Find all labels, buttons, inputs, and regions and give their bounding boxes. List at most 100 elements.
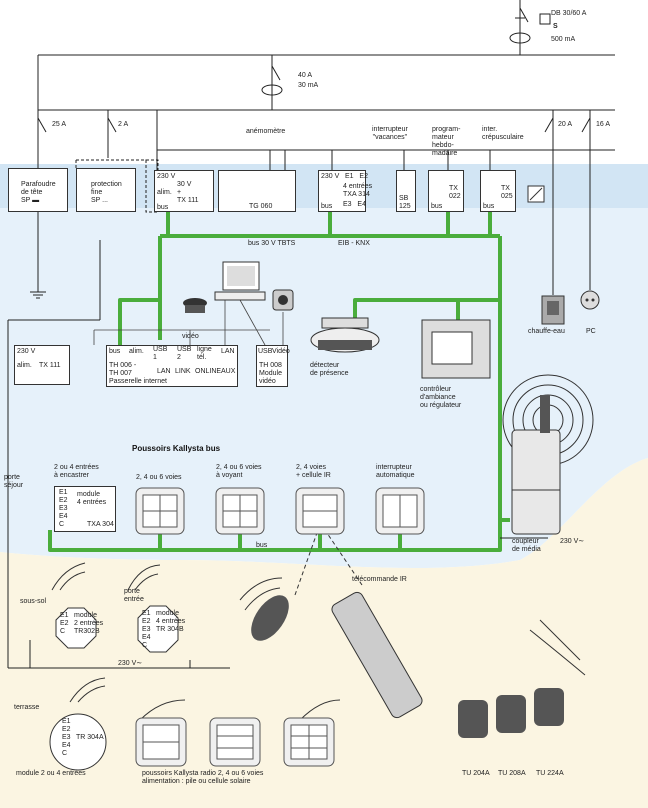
txa-bus: bus — [321, 203, 333, 210]
col-voyant-label: 2, 4 ou 6 voies à voyant — [216, 464, 262, 479]
tr304b-label: module 4 entrées TR 304B — [156, 610, 186, 633]
tx022-box: TX 022 bus — [428, 170, 464, 212]
diff-ma-label: 30 mA — [298, 82, 319, 89]
txa314-box: 230 V E1 E2 4 entrées TXA 314 E3 E4 bus — [318, 170, 372, 212]
ps-alim: alim. — [157, 189, 172, 196]
alim2-230v: 230 V — [17, 348, 36, 355]
tr304a-model: TR 304A — [76, 734, 104, 741]
relay-icon — [527, 185, 545, 203]
module-shapes — [49, 605, 179, 771]
phone-icon — [183, 298, 207, 313]
breaker-20-label: 20 A — [558, 121, 573, 128]
kallysta-bus-label: bus — [256, 542, 268, 549]
porte-sejour-label: porte séjour — [4, 474, 24, 489]
water-heater-icon — [541, 295, 565, 325]
gw-led-link: LINK — [175, 368, 191, 375]
kallysta-plates — [135, 487, 425, 535]
bus-tbts-label: bus 30 V TBTS — [248, 240, 296, 247]
txa304-box: E1 E2 E3 E4 C module 4 entrées TXA 304 — [54, 486, 116, 532]
coupleur-230v: 230 V∼ — [560, 538, 585, 545]
power-supply-box: 230 V 30 V alim. + TX 111 bus — [154, 170, 214, 212]
chauffe-eau-label: chauffe-eau — [528, 328, 565, 335]
breaker-25-label: 25 A — [52, 121, 67, 128]
presence-detector-icon — [310, 317, 380, 353]
vm-video: Vidéo — [272, 348, 290, 355]
telecommande-label: télécommande IR — [352, 576, 407, 583]
breaker-symbols — [37, 7, 591, 133]
radio-230v-label: 230 V∼ — [118, 660, 143, 667]
gw-usb1: USB 1 — [153, 346, 168, 361]
alim-tx111-box: 230 V alim. TX 111 — [14, 345, 70, 385]
main-breaker-ma: 500 mA — [551, 36, 576, 43]
ps-230v: 230 V — [157, 173, 176, 180]
tr304b-inputs: E1 E2 E3 E4 C — [142, 610, 151, 649]
main-breaker-s: S — [553, 23, 558, 30]
col-ir-label: 2, 4 voies + cellule IR — [296, 464, 331, 479]
parafoudre-box: Parafoudre de tête SP ▬ — [8, 168, 68, 212]
tx022-model: TX 022 — [449, 185, 461, 200]
tu204-label: TU 204A — [462, 770, 490, 777]
ps-30v: 30 V — [177, 181, 192, 188]
supply-wiring — [7, 0, 615, 669]
tx025-bus: bus — [483, 203, 495, 210]
tu-remotes-icon — [458, 688, 564, 738]
video-module-box: USB Vidéo TH 008 Module vidéo — [256, 345, 290, 387]
gw-ligne: ligne tél. — [197, 346, 212, 361]
gw-lan: LAN — [221, 348, 235, 355]
alim2-model: TX 111 — [39, 362, 61, 369]
sous-sol-label: sous-sol — [20, 598, 47, 605]
gw-model: TH 006 - TH 007 — [109, 362, 137, 377]
txa304-model: TXA 304 — [87, 521, 114, 528]
interrupteur-vacances-label: interrupteur "vacances" — [372, 126, 408, 141]
ir-remote-icon — [331, 591, 423, 719]
tg-model: TG 060 — [249, 203, 273, 210]
ps-model: + TX 111 — [177, 189, 199, 204]
tu224-label: TU 224A — [536, 770, 564, 777]
detecteur-label: détecteur de présence — [310, 362, 349, 377]
gw-alim: alim. — [129, 348, 144, 355]
tx022-bus: bus — [431, 203, 443, 210]
main-breaker-label: DB 30/60 A — [551, 10, 587, 17]
crepusculaire-label: inter. crépusculaire — [482, 126, 524, 141]
tr302-label: module 2 entrées TR302B — [74, 612, 104, 635]
green-bus — [48, 210, 510, 552]
porte-entree-label: porte entrée — [124, 588, 144, 603]
gw-video-label: vidéo — [182, 333, 199, 340]
programmateur-label: program- mateur hebdo- madaire — [432, 126, 461, 157]
socket-icon — [580, 290, 600, 310]
controleur-label: contrôleur d'ambiance ou régulateur — [420, 386, 462, 409]
col-voies-label: 2, 4 ou 6 voies — [136, 474, 182, 481]
txa-model: 4 entrées TXA 314 — [343, 183, 373, 198]
txa304-inputs: E1 E2 E3 E4 C — [59, 489, 68, 528]
txa-230v: 230 V — [321, 173, 340, 180]
pc-label: PC — [586, 328, 596, 335]
coupleur-label: coupleur de média — [512, 538, 541, 553]
gw-led-lan: LAN — [157, 368, 171, 375]
eib-knx-label: EIB - KNX — [338, 240, 370, 247]
gw-name: Passerelle internet — [109, 378, 167, 385]
gw-led-aux: AUX — [221, 368, 236, 375]
vm-model: TH 008 Module vidéo — [259, 362, 282, 385]
diff-a-label: 40 A — [298, 72, 313, 79]
breaker-2-label: 2 A — [118, 121, 129, 128]
tr302-inputs: E1 E2 C — [60, 612, 69, 635]
camera-icon — [272, 289, 294, 311]
tg060-box: TG 060 — [218, 170, 296, 212]
gateway-box: bus alim. USB 1 USB 2 ligne tél. LAN TH … — [106, 345, 238, 387]
ps-bus: bus — [157, 204, 169, 211]
tx025-model: TX 025 — [501, 185, 513, 200]
media-coupler-icon — [511, 395, 561, 535]
radio-plates — [135, 717, 335, 767]
gw-led-online: ONLINE — [195, 368, 222, 375]
gateway-wiring — [93, 299, 284, 346]
txa-e34: E3 E4 — [343, 201, 366, 208]
terrasse-inputs: E1 E2 E3 E4 C — [62, 718, 71, 757]
txa-e12: E1 E2 — [345, 173, 368, 180]
protection-label: protection fine SP ... — [91, 181, 122, 204]
vm-usb: USB — [258, 348, 273, 355]
txa304-label: module 4 entrées — [77, 491, 107, 506]
ac-wiring — [29, 537, 548, 668]
small-remote-icon — [251, 595, 289, 641]
